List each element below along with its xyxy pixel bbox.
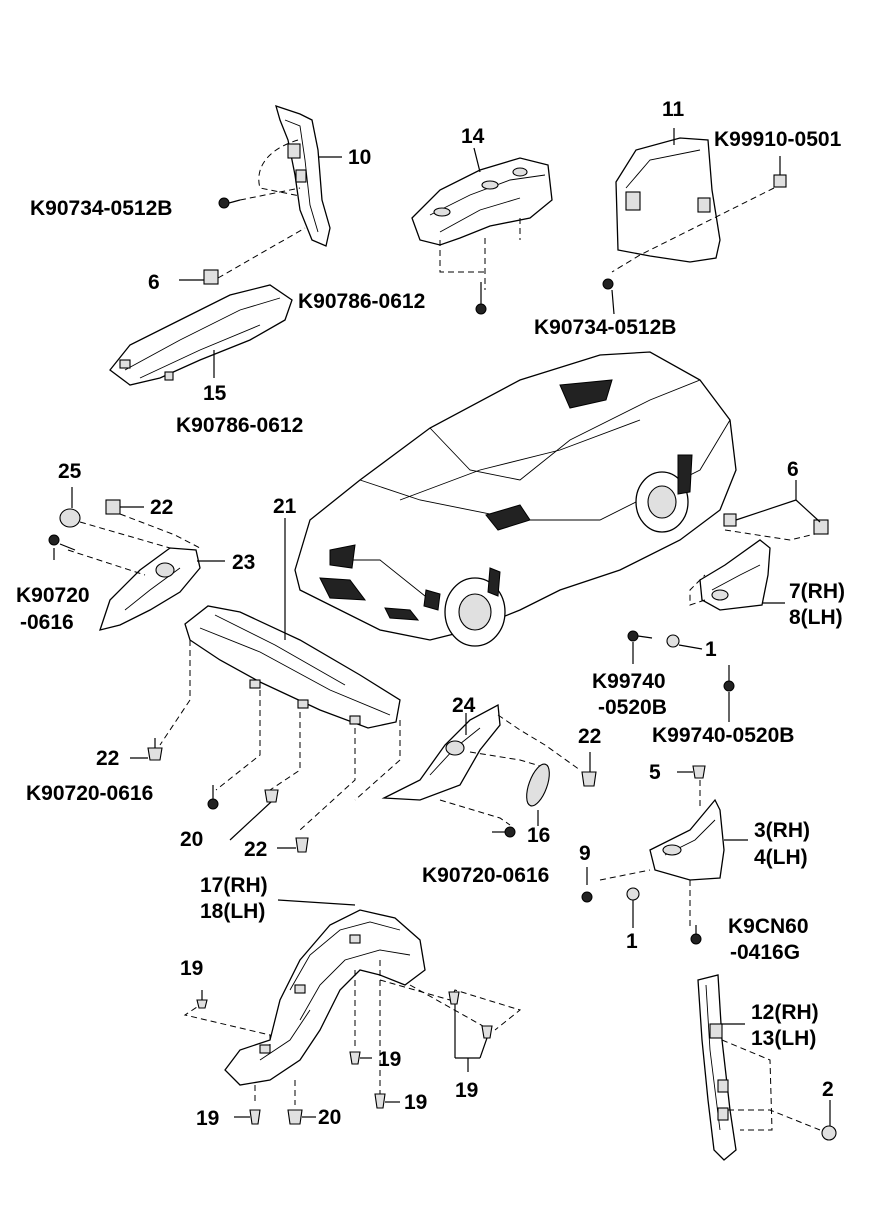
label-k99740-b: K99740-0520B <box>652 724 794 747</box>
label-11: 11 <box>662 98 685 121</box>
part-12-13-pillar-trim <box>697 974 737 1161</box>
label-20-a: 20 <box>180 828 203 851</box>
screw-19-e-icon <box>448 991 493 1072</box>
label-9: 9 <box>579 842 591 865</box>
screw-19-d-icon <box>234 1109 261 1125</box>
vehicle-sedan-illustration <box>294 351 737 647</box>
screw-k90720-c-icon <box>492 826 516 838</box>
grommet-16-icon <box>526 763 550 807</box>
clip-22-a-icon <box>105 499 144 515</box>
label-k90734-top: K90734-0512B <box>30 197 172 220</box>
label-13-lh: 13(LH) <box>751 1027 816 1050</box>
label-12-rh: 12(RH) <box>751 1001 819 1024</box>
label-k90720-a-line1: K90720 <box>16 584 90 607</box>
label-19-c: 19 <box>404 1091 427 1114</box>
clip-k99910-icon <box>773 156 787 188</box>
label-15: 15 <box>203 382 227 405</box>
label-k90720-a-line2: -0616 <box>20 611 74 634</box>
clip-1-b-icon <box>626 887 640 928</box>
label-k90720-b: K90720-0616 <box>26 782 153 805</box>
label-8-lh: 8(LH) <box>789 606 843 629</box>
screw-k90734-top-icon <box>218 197 241 209</box>
label-k90786-mid: K90786-0612 <box>298 290 425 313</box>
part-21-radiator-cover <box>184 605 401 729</box>
label-6-right: 6 <box>787 458 799 481</box>
leader-10-dash <box>258 139 301 197</box>
label-1-a: 1 <box>705 638 717 661</box>
grommet-25-icon <box>59 508 81 528</box>
screw-k9cn60-icon <box>690 925 702 945</box>
clip-22-b-icon <box>130 738 163 761</box>
screw-19-c-icon <box>374 1093 400 1109</box>
part-11-rear-trim <box>615 137 721 263</box>
clip-2-icon <box>821 1100 837 1141</box>
screw-19-a-icon <box>196 990 208 1009</box>
label-7-rh: 7(RH) <box>789 580 845 603</box>
clip-6-top-icon <box>179 269 219 285</box>
part-24-bracket <box>381 703 501 801</box>
label-25: 25 <box>58 460 82 483</box>
part-3-4-mudflap <box>649 798 725 881</box>
label-19-d: 19 <box>196 1107 219 1130</box>
labels: 10 K90734-0512B 6 15 K90786-0612 14 K907… <box>16 98 845 1130</box>
label-19-a: 19 <box>180 957 203 980</box>
bolt-k90786-mid-icon <box>475 282 487 315</box>
label-k99910: K99910-0501 <box>714 128 842 151</box>
label-6-top: 6 <box>148 271 160 294</box>
label-k99740-a-line2: -0520B <box>598 696 667 719</box>
part-7-8-mudflap <box>699 539 771 611</box>
label-k99740-a-line1: K99740 <box>592 670 666 693</box>
clip-20-a-icon <box>229 789 279 841</box>
label-23: 23 <box>232 551 255 574</box>
label-4-lh: 4(LH) <box>754 846 808 869</box>
label-17-rh: 17(RH) <box>200 874 268 897</box>
label-19-e: 19 <box>455 1079 478 1102</box>
label-20-b: 20 <box>318 1106 341 1129</box>
clip-20-b-icon <box>287 1109 316 1125</box>
label-10: 10 <box>348 146 371 169</box>
label-k90786-left: K90786-0612 <box>176 414 303 437</box>
label-2: 2 <box>822 1078 834 1101</box>
label-19-b: 19 <box>378 1048 401 1071</box>
label-16: 16 <box>527 824 550 847</box>
clip-6-right-b-icon <box>813 519 829 535</box>
label-22-d: 22 <box>578 725 601 748</box>
label-22-a: 22 <box>150 496 173 519</box>
screw-k99740-a-icon <box>627 630 653 664</box>
label-k9cn60-line1: K9CN60 <box>728 915 809 938</box>
screw-k90720-a-icon <box>48 534 76 560</box>
clip-5-icon <box>677 765 706 779</box>
screw-k90734-right-icon <box>602 278 615 315</box>
screw-k99740-b-icon <box>723 665 735 722</box>
label-24: 24 <box>452 694 476 717</box>
clip-22-c-icon <box>277 837 309 853</box>
clip-1-a-icon <box>666 634 703 650</box>
clip-22-d-icon <box>581 752 597 787</box>
label-k90720-c: K90720-0616 <box>422 864 549 887</box>
label-18-lh: 18(LH) <box>200 900 265 923</box>
label-5: 5 <box>649 761 661 784</box>
label-k9cn60-line2: -0416G <box>730 941 800 964</box>
part-10-pillar-trim <box>275 104 331 247</box>
label-21: 21 <box>273 495 297 518</box>
screw-9-icon <box>581 867 593 903</box>
part-15-underbody-tray <box>109 284 293 386</box>
label-1-b: 1 <box>626 930 638 953</box>
part-23-bracket <box>99 547 201 631</box>
label-k90734-right: K90734-0512B <box>534 316 676 339</box>
screw-19-b-icon <box>349 1051 372 1065</box>
part-17-18-fender-liner <box>224 909 426 1086</box>
clip-6-right-a-icon <box>723 513 737 527</box>
label-22-c: 22 <box>244 838 267 861</box>
label-22-b: 22 <box>96 747 119 770</box>
label-3-rh: 3(RH) <box>754 819 810 842</box>
label-14: 14 <box>461 125 485 148</box>
bolt-k90720-b-icon <box>207 785 219 810</box>
part-14-heat-shield <box>411 157 553 246</box>
